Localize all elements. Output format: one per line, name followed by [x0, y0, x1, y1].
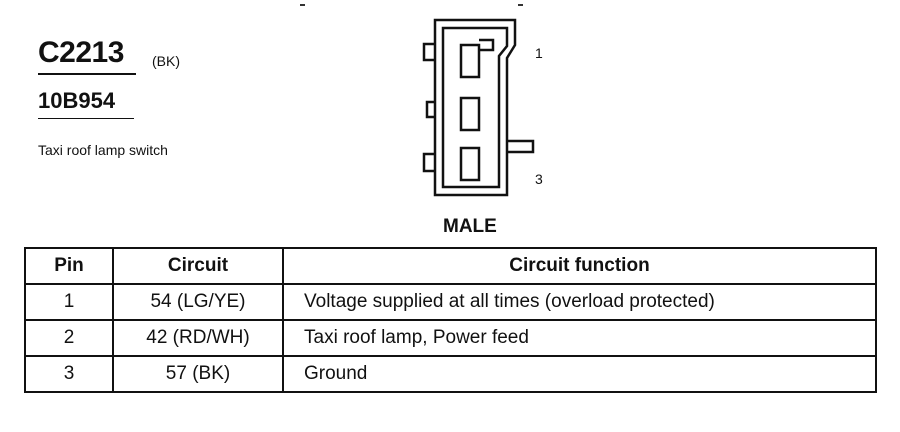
circuit-cell: 54 (LG/YE): [112, 283, 284, 321]
part-number: 10B954: [38, 88, 116, 113]
connector-color-code: (BK): [152, 53, 180, 69]
connector-inner-wall: [441, 26, 509, 189]
polarizing-key: [507, 139, 535, 154]
connector-housing: [433, 18, 517, 197]
header-pin: Pin: [24, 247, 114, 285]
latch-tab-lower: [422, 152, 435, 173]
header-circuit: Circuit: [112, 247, 284, 285]
component-description: Taxi roof lamp switch: [38, 142, 168, 158]
pin-cavity-3: [459, 146, 481, 182]
pin-cell: 1: [24, 283, 114, 321]
connector-id: C2213: [38, 36, 124, 69]
circuit-function-cell: Taxi roof lamp, Power feed: [282, 319, 877, 357]
table-header-row: Pin Circuit Circuit function: [24, 247, 877, 285]
latch-tab-upper: [422, 42, 435, 62]
pin-label-3: 3: [535, 171, 543, 187]
circuit-function-cell: Voltage supplied at all times (overload …: [282, 283, 877, 321]
connector-id-underline: [38, 73, 136, 75]
circuit-function-cell: Ground: [282, 355, 877, 393]
top-edge-tick-right: [518, 4, 523, 6]
table-row: 2 42 (RD/WH) Taxi roof lamp, Power feed: [24, 319, 877, 357]
pin-cavity-1: [459, 43, 481, 79]
pin-cell: 3: [24, 355, 114, 393]
pin-cavity-2: [459, 96, 481, 132]
connector-face-diagram: [422, 18, 535, 197]
part-number-underline: [38, 118, 134, 119]
pin-1-terminal: [479, 38, 495, 52]
circuit-cell: 57 (BK): [112, 355, 284, 393]
connector-gender-label: MALE: [443, 216, 497, 237]
circuit-cell: 42 (RD/WH): [112, 319, 284, 357]
table-row: 3 57 (BK) Ground: [24, 355, 877, 393]
pinout-table: Pin Circuit Circuit function 1 54 (LG/YE…: [24, 247, 877, 393]
header-circuit-function: Circuit function: [282, 247, 877, 285]
top-edge-tick-left: [300, 4, 305, 6]
pin-label-1: 1: [535, 45, 543, 61]
table-row: 1 54 (LG/YE) Voltage supplied at all tim…: [24, 283, 877, 321]
pin-cell: 2: [24, 319, 114, 357]
latch-tab-middle: [425, 100, 435, 119]
